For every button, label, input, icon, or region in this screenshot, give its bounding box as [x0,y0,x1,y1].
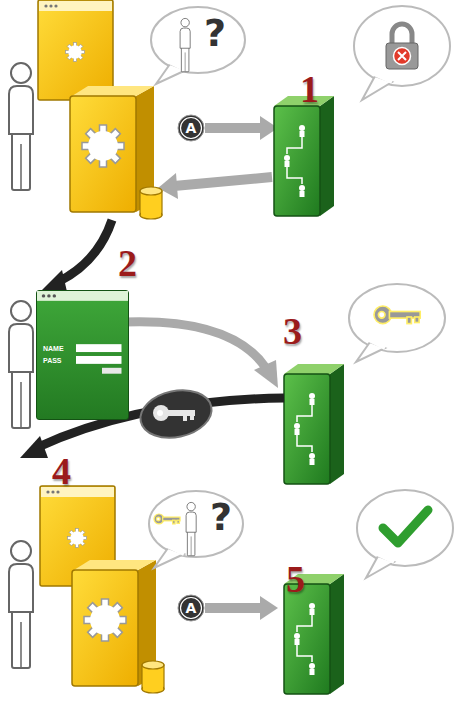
bubble-text: ? [210,498,232,536]
field-label: NAME [43,343,134,355]
speech-bubble [148,4,248,86]
badge-letter: A [186,121,197,135]
callout-number: 2 [118,244,137,282]
badge-node: A [177,114,205,142]
speech-bubble: ? [148,4,248,86]
login-form: NAMEPASS [36,290,129,420]
bubble-text: ? [204,14,226,52]
field-label: PASS [43,355,134,367]
callout-number: 3 [283,312,302,350]
callout-number: 5 [286,560,305,598]
callout-number: 4 [52,452,71,490]
badge-letter: A [186,601,197,615]
login-window [37,291,128,419]
badge-node: A [177,594,205,622]
speech-bubble: ? [146,488,246,570]
callout-number: 1 [300,70,319,108]
